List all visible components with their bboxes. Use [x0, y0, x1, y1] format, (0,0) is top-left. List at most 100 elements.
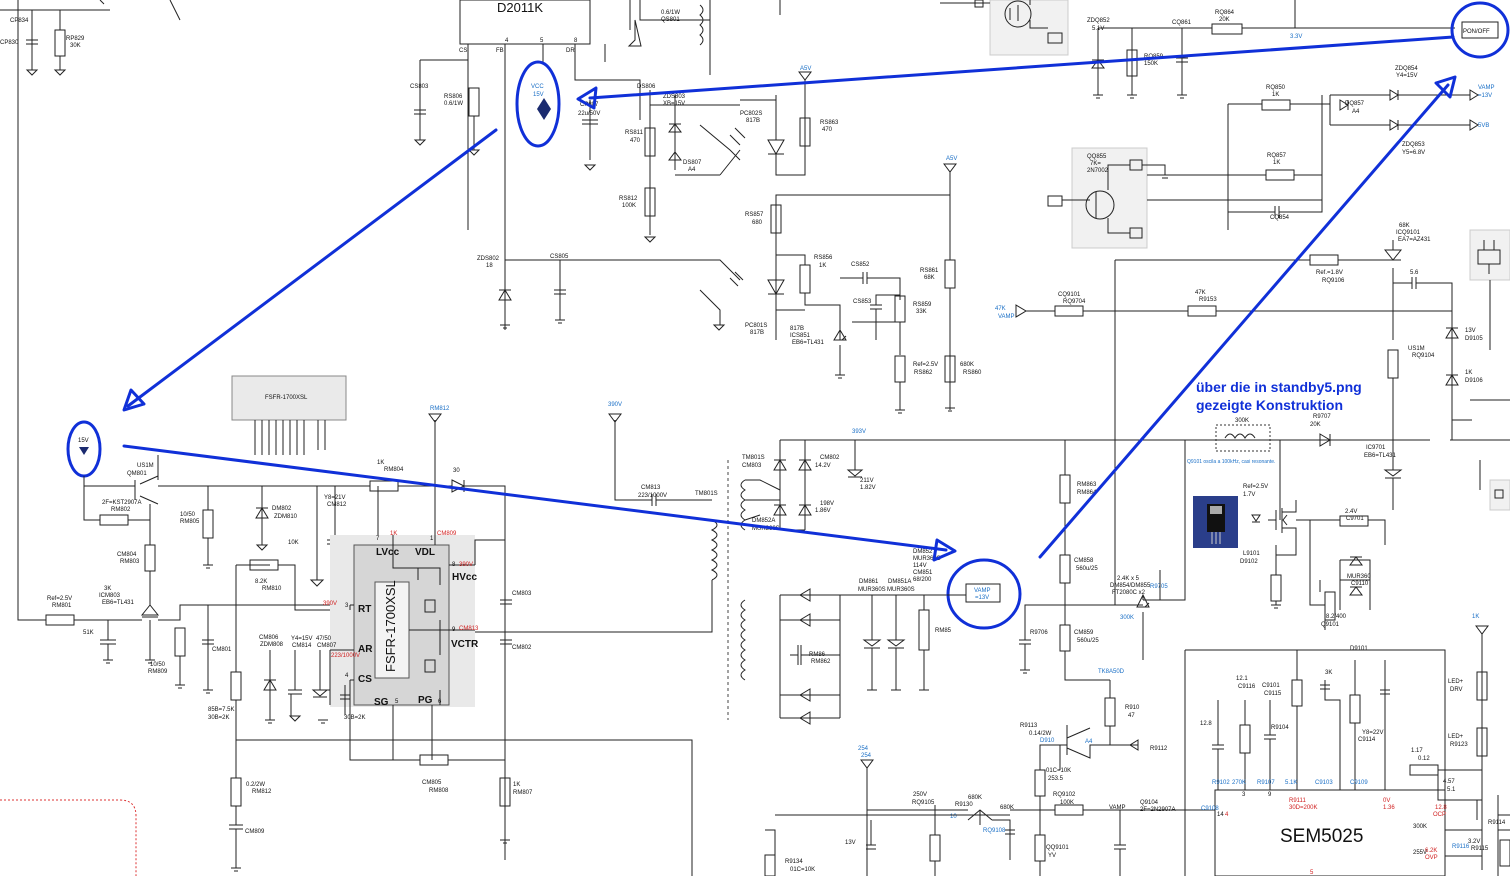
label-c9101: VAMP [1109, 805, 1126, 811]
label-qq9101: R9113 [1020, 723, 1038, 729]
label-3v2: OCP [1433, 812, 1446, 818]
label-250v: R9112 [1150, 746, 1168, 752]
label-drv-1: 0V [1383, 798, 1390, 804]
label-rs857: RS857 [745, 212, 764, 218]
label-c9110-val: EB6=TL431 [1364, 453, 1397, 459]
label-114v: 393V [852, 429, 866, 435]
label-ocp-1: R9111 [1289, 798, 1306, 804]
label-390v-2: 390V [608, 402, 622, 408]
label-rm810: 8.2K [255, 579, 267, 585]
label-393v: CM809 [437, 531, 457, 537]
label-ic9701-val: DM854/DM855 [1110, 583, 1151, 589]
pin-n3: 3 [345, 603, 349, 609]
label-rq9108: QQ9101 [1046, 845, 1069, 851]
label-cm812-val: CM812 [327, 502, 347, 508]
label-r9134-val: RQ9105 [912, 800, 935, 806]
label-zdq853: ZDQ853 [1402, 142, 1425, 148]
label-rs811-val: 470 [630, 138, 641, 144]
label-q9104: 680K [968, 795, 982, 801]
label-rq850: RQ850 [1266, 85, 1286, 91]
vamp-5vb-switch: RQ850 1K ZDQ854 Y4=15V VAMP =13V DQ857 A… [1227, 66, 1495, 230]
label-us1m: QS801 [661, 17, 680, 23]
label-drv-bottom: 5 [1310, 870, 1314, 876]
pin-4: 4 [505, 38, 509, 44]
label-rm809-val: RM809 [148, 669, 168, 675]
label-rm86: MUR360S [913, 556, 941, 562]
label-zdq853-val: Y5=6.8V [1402, 150, 1425, 156]
label-led-plus-1: 30D=200K [1289, 805, 1318, 811]
pin-pg: PG [418, 695, 433, 706]
label-2k4x5: RM85 [935, 628, 952, 634]
label-vamp-box-v: =13V [975, 595, 989, 601]
label-rs861: RS861 [920, 268, 939, 274]
label-rq9108-val: YV [1048, 853, 1056, 859]
label-cm804: 10K [288, 540, 299, 546]
label-q9101-val: 1.7V [1243, 492, 1255, 498]
qs801-region: DS806 ZDS803 XB=15V CP807 22u/50V RS811 … [578, 84, 741, 243]
label-r9705: RM863 [1077, 482, 1097, 488]
label-12v8b: C9108 [1201, 806, 1219, 812]
label-d9105-val: D9105 [1465, 336, 1483, 342]
label-r9113: L9101 [1243, 551, 1260, 557]
label-rq857-val: 1K [1273, 160, 1280, 166]
label-dq857-val: A4 [1352, 109, 1360, 115]
label-cm859-val: MUR360S [887, 587, 915, 593]
label-cm801: 51K [83, 630, 94, 636]
label-r9111-val: C9114 [1358, 737, 1376, 743]
label-qm801: US1M [137, 463, 154, 469]
annotation-note: über die in standby5.png gezeigte Konstr… [1196, 379, 1362, 413]
label-cm813: CM813 [641, 485, 661, 491]
label-cm858-val: MUR360S [858, 587, 886, 593]
label-rq857: RQ857 [1267, 153, 1287, 159]
label-q9101: Ref=2.5V [1243, 484, 1268, 490]
label-c9116: 680K [1000, 805, 1014, 811]
pin-n5: 5 [395, 699, 399, 705]
pin-cs: CS [459, 48, 467, 54]
label-r9130: RQ9102 [1053, 792, 1076, 798]
label-vcc-pin: 4 [1225, 812, 1229, 818]
label-5v1: C9109 [1350, 780, 1368, 786]
label-rq9104-val: RQ9104 [1412, 353, 1435, 359]
label-255v: 1K [1472, 614, 1479, 620]
label-rs806-val: 0.6/1W [444, 101, 463, 107]
label-rm804: 1K [377, 460, 384, 466]
pin-n1: 1 [430, 536, 434, 542]
label-r910-val: C9701 [1346, 516, 1364, 522]
label-rm808: CM805 [422, 780, 442, 786]
label-dm852a: TM801S [742, 455, 765, 461]
pin-sg: SG [374, 697, 389, 708]
label-icq9101-val: ICQ9101 [1396, 230, 1421, 236]
label-rq859-val: 150K [1144, 61, 1158, 67]
label-d9102: R9707 [1313, 414, 1331, 420]
label-r9706: CM858 [1074, 558, 1094, 564]
d2011k-ic [459, 0, 591, 45]
label-dq857: DQ857 [1345, 101, 1365, 107]
label-zds802-val: 18 [486, 263, 493, 269]
label-r9113-val: D9102 [1240, 559, 1258, 565]
label-qq855: QQ855 [1087, 154, 1107, 160]
label-rm812b-val: RM812 [252, 789, 272, 795]
label-icm803-ref: EB6=TL431 [102, 600, 135, 606]
pin-vctr: VCTR [451, 639, 479, 650]
pin-hvcc: HVcc [452, 572, 477, 583]
label-rm804-val: RM804 [384, 467, 404, 473]
label-cs852: CS852 [851, 262, 870, 268]
ovp-divider: RM863 RM864 CM858 560u/25 CM859 560u/25 … [1019, 440, 1186, 681]
label-icq9101-ref: EA7=AZ431 [1398, 237, 1431, 243]
label-r9153: 47K [1195, 290, 1206, 296]
pin-8: 8 [574, 38, 578, 44]
label-cp834: CP834 [10, 18, 29, 24]
label-r9114-val: 5.1 [1447, 787, 1456, 793]
label-r9107: C9101 [1262, 683, 1280, 689]
label-cm858: DM861 [859, 579, 879, 585]
label-1v36: 270K [1232, 780, 1246, 786]
zds802-pc801s: ZDS802 18 CS805 PC801S 817B [477, 254, 767, 336]
label-dm851a: DM852A [752, 518, 775, 524]
label-cp807-val: 22u/50V [578, 111, 600, 117]
label-rq850-val: 1K [1272, 92, 1279, 98]
label-0v12: 5.1K [1285, 780, 1297, 786]
label-led-plus-2: 1.36 [1383, 805, 1395, 811]
arrow-ponoff-to-vcc [588, 35, 1455, 100]
label-qq855-val: 7K= [1090, 161, 1101, 167]
label-package: FSFR-1700XSL [265, 395, 308, 401]
